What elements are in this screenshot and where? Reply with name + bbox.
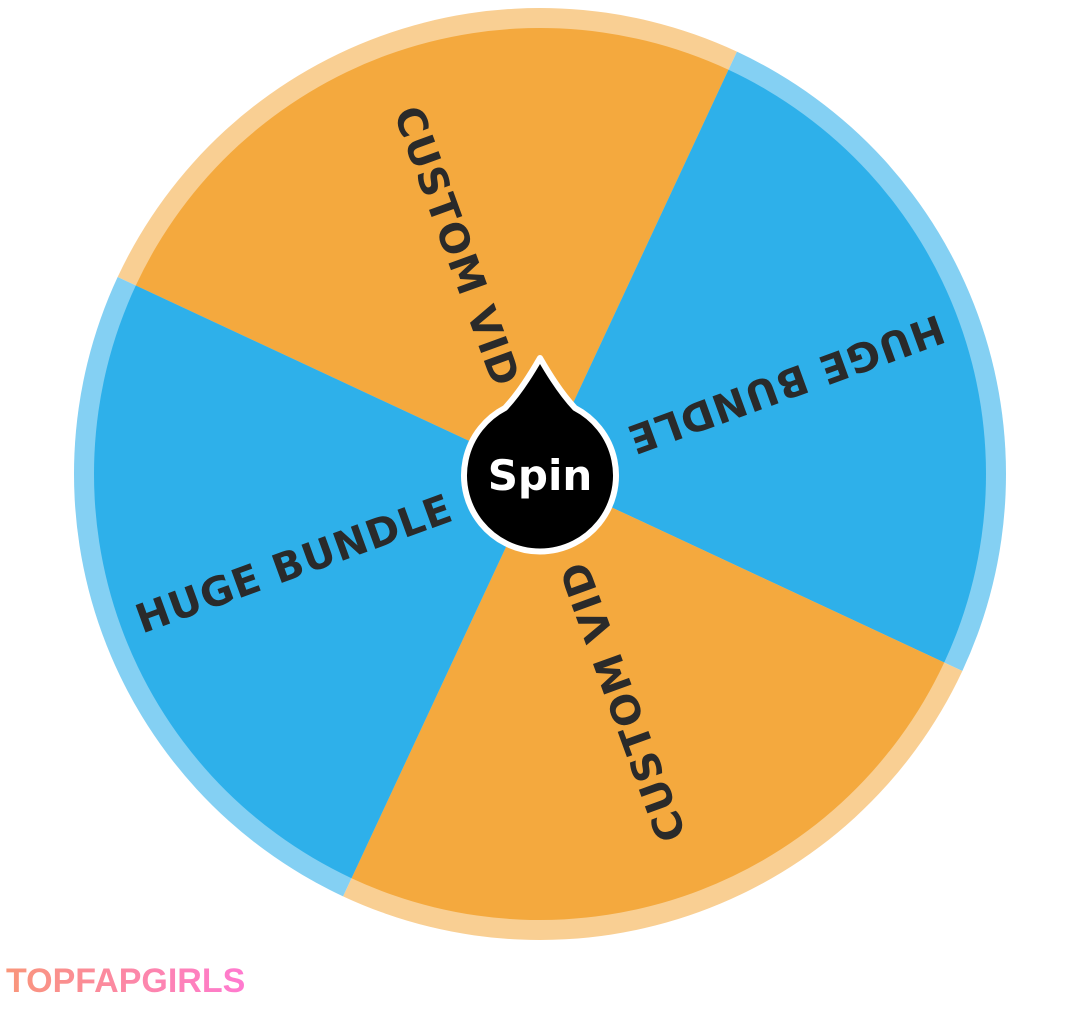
spin-button[interactable]: Spin bbox=[461, 355, 619, 555]
pointer-icon bbox=[461, 355, 619, 555]
wheel-segment bbox=[135, 27, 729, 474]
wheel-segment bbox=[93, 285, 540, 879]
spin-button-label: Spin bbox=[488, 451, 593, 500]
wheel-segment bbox=[351, 474, 945, 920]
wheel-segments bbox=[73, 8, 1006, 940]
wheel-segment bbox=[540, 69, 987, 663]
watermark-logo: TOPFAPGIRLS bbox=[6, 962, 246, 1000]
